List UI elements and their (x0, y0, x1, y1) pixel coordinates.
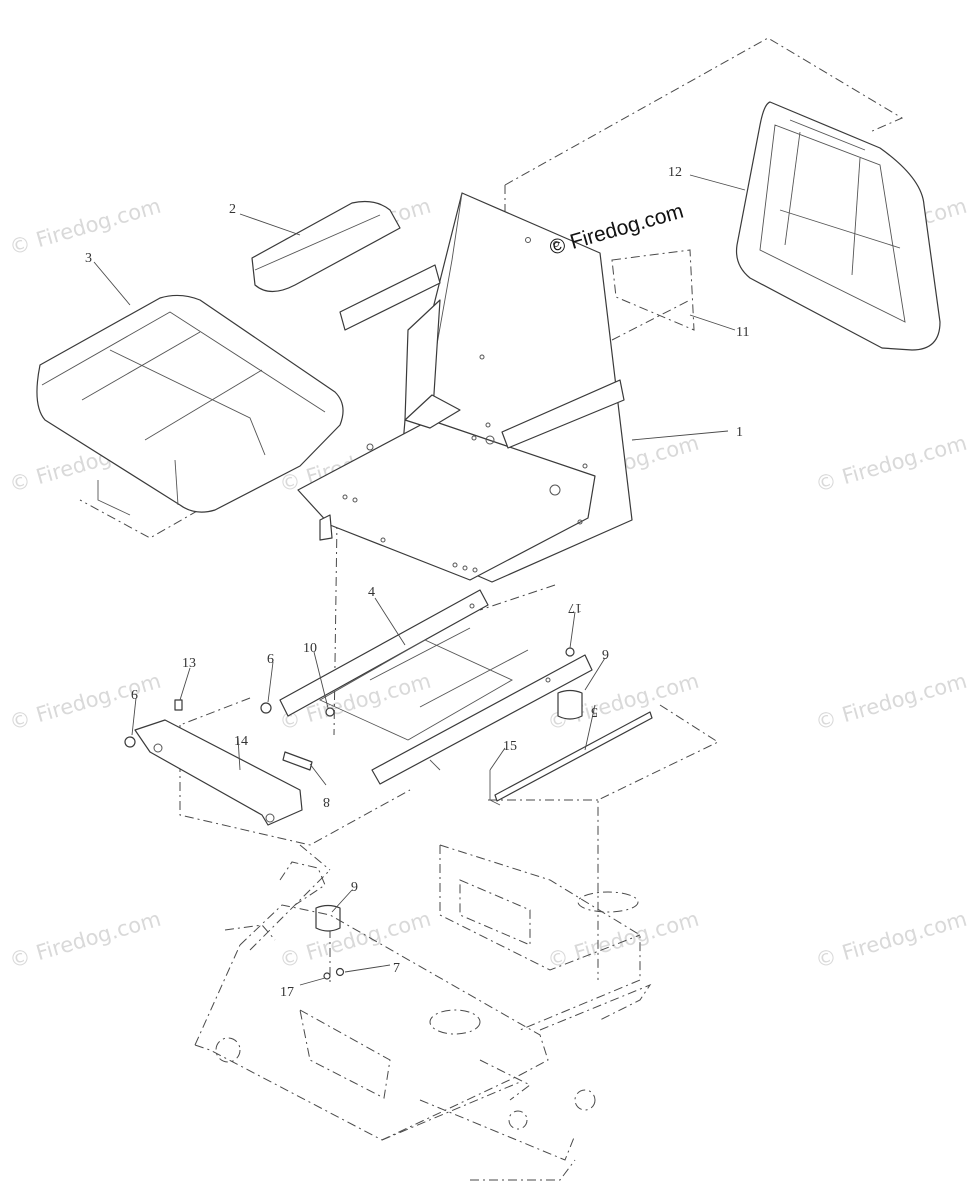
bracket (134, 719, 303, 826)
callout-8: 8 (323, 794, 330, 809)
callout-17-lower: 17 (280, 985, 294, 1000)
callout-3: 3 (85, 251, 92, 266)
callout-2: 2 (229, 202, 236, 217)
watermark: © Firedog.com (813, 431, 970, 497)
watermark: © Firedog.com (813, 907, 970, 973)
watermark: © Firedog.com (7, 669, 164, 735)
watermark: © Firedog.com (7, 907, 164, 973)
callout-13: 13 (182, 656, 196, 671)
callouts: 1 2 3 4 5 6 6 7 8 9 9 10 11 12 13 14 15 … (85, 165, 749, 1000)
machine-frame (194, 844, 652, 1181)
seat-slide-rails (279, 589, 593, 785)
callout-9-left: 9 (131, 686, 138, 701)
callout-11: 11 (736, 325, 749, 340)
callout-4: 4 (368, 585, 375, 600)
callout-12: 12 (668, 165, 682, 180)
rod-and-plate (429, 711, 653, 806)
callout-9-right: 9 (267, 650, 274, 665)
callout-1: 1 (736, 425, 743, 440)
callout-14: 14 (234, 734, 248, 749)
hardware (124, 647, 583, 980)
callout-17-upper: 17 (568, 600, 582, 615)
back-cushion (735, 101, 941, 351)
watermark: © Firedog.com (813, 669, 970, 735)
callout-15: 15 (503, 739, 517, 754)
callout-6-lower: 6 (351, 878, 358, 893)
armrest (251, 200, 401, 293)
watermark: © Firedog.com (7, 194, 164, 260)
leader-lines (93, 174, 746, 986)
seat-frame (297, 192, 633, 583)
brand-watermark: © Firedog.com (547, 200, 686, 260)
callout-10: 10 (303, 641, 317, 656)
callout-7: 7 (393, 961, 400, 976)
callout-6: 6 (602, 646, 609, 661)
watermark: © Firedog.com (277, 907, 434, 973)
seat-cushion (36, 294, 344, 516)
callout-5: 5 (591, 704, 598, 719)
